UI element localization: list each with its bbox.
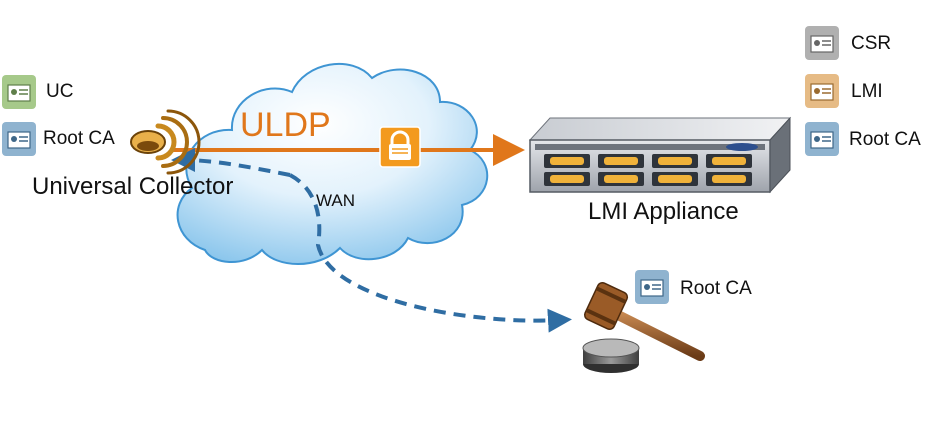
uc-certificate-label: UC — [46, 81, 74, 102]
protocol-label: ULDP — [240, 106, 331, 144]
appliance-label: LMI Appliance — [588, 198, 739, 225]
ca-root-ca-label: Root CA — [680, 278, 752, 299]
certificate-icon — [805, 26, 839, 60]
certificate-icon — [805, 122, 839, 156]
lmi-root-ca-label: Root CA — [849, 129, 921, 150]
certificate-icon — [2, 75, 36, 109]
uc-root-ca-label: Root CA — [43, 128, 115, 149]
gavel-icon — [582, 282, 705, 373]
network-label: WAN — [316, 191, 356, 210]
certificate-icon — [635, 270, 669, 304]
certificate-icon — [2, 122, 36, 156]
csr-certificate-label: CSR — [851, 33, 892, 54]
certificate-icon — [805, 74, 839, 108]
antenna-icon — [130, 109, 201, 175]
server-rack-icon — [528, 116, 792, 194]
wan-connection — [171, 148, 572, 333]
padlock-icon — [379, 126, 421, 168]
lmi-certificate-label: LMI — [851, 81, 883, 102]
wan-cloud — [176, 63, 489, 265]
collector-label: Universal Collector — [32, 173, 234, 200]
